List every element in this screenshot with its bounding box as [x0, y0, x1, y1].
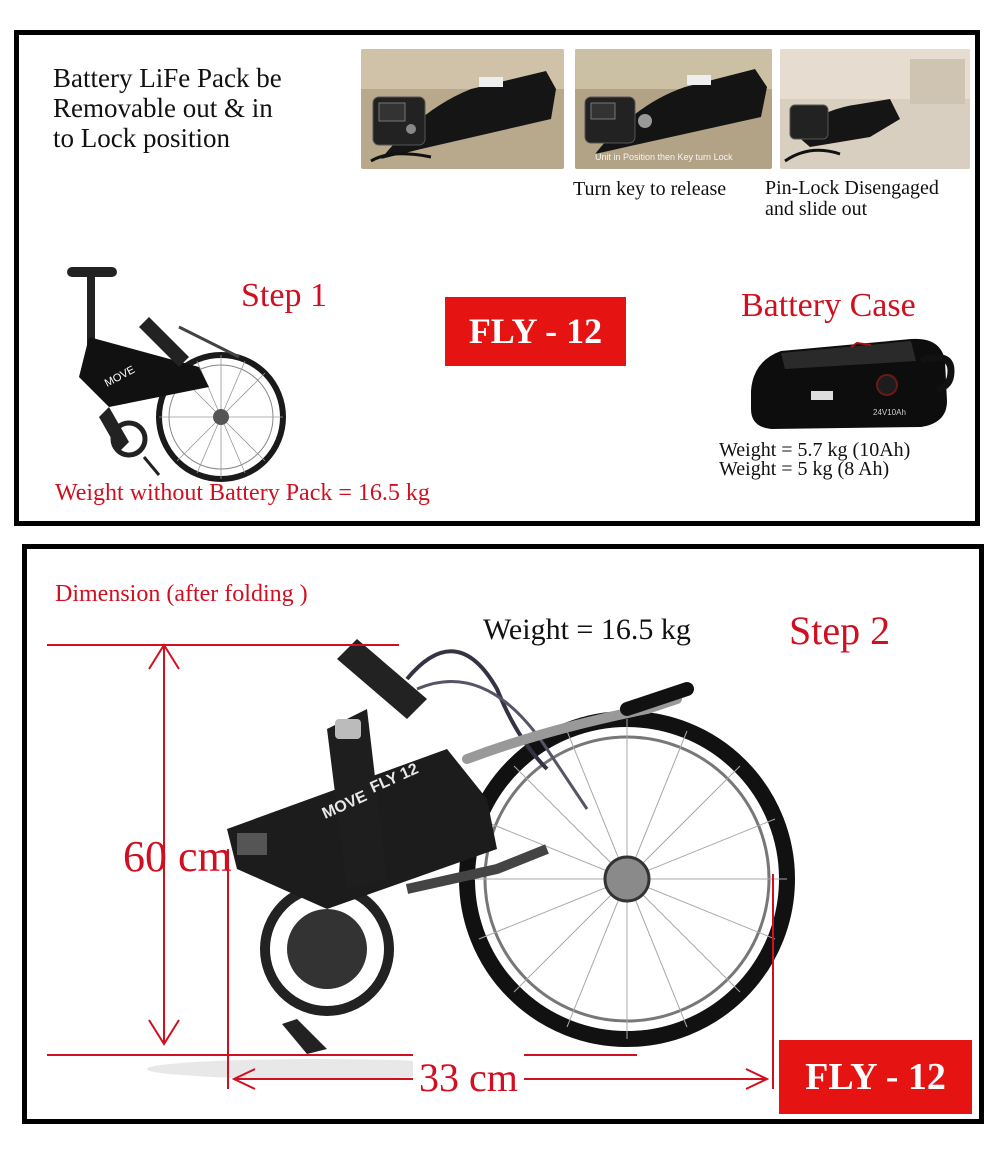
caption-pin-lock-line-2: and slide out	[765, 198, 868, 220]
dimension-title: Dimension (after folding )	[55, 581, 308, 607]
caption-pin-lock: Pin-Lock Disengaged and slide out	[765, 178, 939, 220]
battery-case-title: Battery Case	[741, 287, 916, 324]
battery-photo-slide-out	[780, 49, 970, 169]
step-2-label: Step 2	[789, 608, 891, 653]
dimension-diagram: MOVE FLY 12	[27, 549, 979, 1119]
battery-case-image: 24V10Ah	[741, 331, 961, 437]
height-dimension-line	[47, 643, 637, 1056]
folded-bike-large: MOVE FLY 12	[147, 639, 795, 1079]
width-label-text: 33 cm	[419, 1055, 518, 1100]
caption-turn-key: Turn key to release	[573, 178, 727, 200]
battery-weight-8ah: Weight = 5 kg (8 Ah)	[719, 458, 890, 480]
photo-overlay-caption: Unit in Position then Key turn Lock	[595, 152, 733, 162]
folded-bike-photo-small: MOVE	[49, 257, 299, 485]
width-label: 33 cm	[413, 1054, 524, 1101]
height-label: 60 cm	[123, 832, 232, 881]
folded-weight-text: Weight = 16.5 kg	[483, 613, 691, 646]
intro-line-2: Removable out & in	[53, 93, 273, 123]
battery-intro-text: Battery LiFe Pack be Removable out & in …	[53, 63, 282, 153]
caption-pin-lock-line-1: Pin-Lock Disengaged	[765, 177, 939, 199]
intro-line-1: Battery LiFe Pack be	[53, 63, 282, 93]
battery-info-panel: Battery LiFe Pack be Removable out & in …	[14, 30, 980, 526]
intro-line-3: to Lock position	[53, 123, 230, 153]
battery-photo-locked	[361, 49, 564, 169]
weight-without-battery: Weight without Battery Pack = 16.5 kg	[55, 480, 430, 506]
step-1-label: Step 1	[241, 277, 327, 314]
battery-weight-info: Weight = 5.7 kg (10Ah) Weight = 5 kg (8 …	[719, 439, 911, 480]
model-badge-bottom: FLY - 12	[779, 1040, 972, 1114]
model-badge-top: FLY - 12	[445, 297, 626, 366]
battery-weight-10ah: Weight = 5.7 kg (10Ah)	[719, 439, 911, 461]
battery-voltage-label: 24V10Ah	[873, 408, 906, 417]
dimension-panel: Dimension (after folding ) Weight = 16.5…	[22, 544, 984, 1124]
battery-photo-key: Unit in Position then Key turn Lock	[575, 49, 772, 169]
